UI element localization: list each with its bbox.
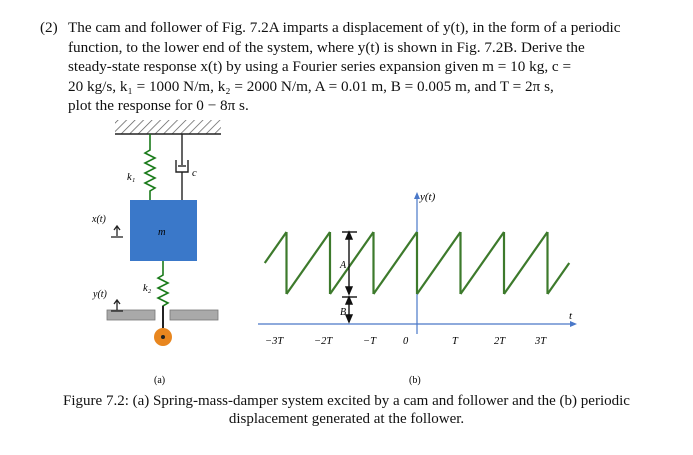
mass-block <box>130 200 197 261</box>
y-indicator-icon <box>111 298 123 312</box>
y-axis-label: y(t) <box>419 191 436 203</box>
label-B: B <box>340 307 346 318</box>
x-tick-labels: −3T −2T −T 0 T 2T 3T <box>265 336 547 347</box>
y-axis-arrow-icon <box>414 192 420 199</box>
problem-line-3: steady-state response x(t) by using a Fo… <box>68 58 572 75</box>
problem-text: (2) The cam and follower of Fig. 7.2A im… <box>40 18 670 116</box>
label-y: y(t) <box>92 289 108 300</box>
wave-ramp-4 <box>416 231 462 295</box>
problem-line-4: 20 kg/s, k₁ = 1000 N/m, k₂ = 2000 N/m, A… <box>68 77 554 95</box>
tick-3T: 3T <box>534 336 547 347</box>
figure-a-spring-mass-damper: k₁ c m k₂ x(t) y(t) (a) <box>91 120 221 386</box>
x-axis-arrow-icon <box>570 321 577 327</box>
x-axis-label: t <box>569 310 573 322</box>
wave-ramp-0 <box>263 231 288 264</box>
wave-ramp-2 <box>329 231 375 295</box>
label-A: A <box>339 260 347 271</box>
sawtooth-wave <box>263 231 571 295</box>
wave-ramp-6 <box>503 231 549 295</box>
label-m: m <box>158 227 166 238</box>
problem-number: (2) <box>40 19 58 36</box>
sublabel-b: (b) <box>409 375 421 386</box>
label-k1: k₁ <box>127 172 135 183</box>
figure-b-periodic-displacement: A B y(t) t −3T −2T −T 0 T 2T 3T (b) <box>258 191 577 386</box>
tick-T: T <box>452 336 459 347</box>
label-x: x(t) <box>91 214 107 225</box>
cam-center <box>161 335 165 339</box>
label-c: c <box>192 168 197 179</box>
dimension-B <box>342 295 357 324</box>
tick-neg-2T: −2T <box>314 336 333 347</box>
guide-left <box>106 309 156 321</box>
spring-k1 <box>143 134 157 200</box>
guide-right <box>169 309 219 321</box>
tick-0: 0 <box>403 336 409 347</box>
label-k2: k₂ <box>143 283 152 294</box>
wave-ramp-1 <box>285 231 331 295</box>
tick-neg-3T: −3T <box>265 336 284 347</box>
problem-line-1: The cam and follower of Fig. 7.2A impart… <box>68 19 621 36</box>
dimension-A <box>342 230 357 296</box>
figure-caption: Figure 7.2: (a) Spring-mass-damper syste… <box>0 392 693 428</box>
wave-ramp-3 <box>372 231 418 295</box>
sublabel-a: (a) <box>154 375 165 386</box>
problem-line-5: plot the response for 0 − 8π s. <box>68 97 249 114</box>
wave-ramp-5 <box>459 231 505 295</box>
caption-line-1: Figure 7.2: (a) Spring-mass-damper syste… <box>63 393 630 409</box>
tick-2T: 2T <box>494 336 506 347</box>
wave-ramp-7 <box>546 262 571 295</box>
x-indicator-icon <box>111 224 123 238</box>
damper-c <box>175 134 189 200</box>
caption-line-2: displacement generated at the follower. <box>228 411 465 427</box>
spring-k2 <box>156 261 170 318</box>
problem-line-2: function, to the lower end of the system… <box>68 38 585 56</box>
tick-neg-T: −T <box>363 336 377 347</box>
ceiling-hatch <box>115 120 221 134</box>
